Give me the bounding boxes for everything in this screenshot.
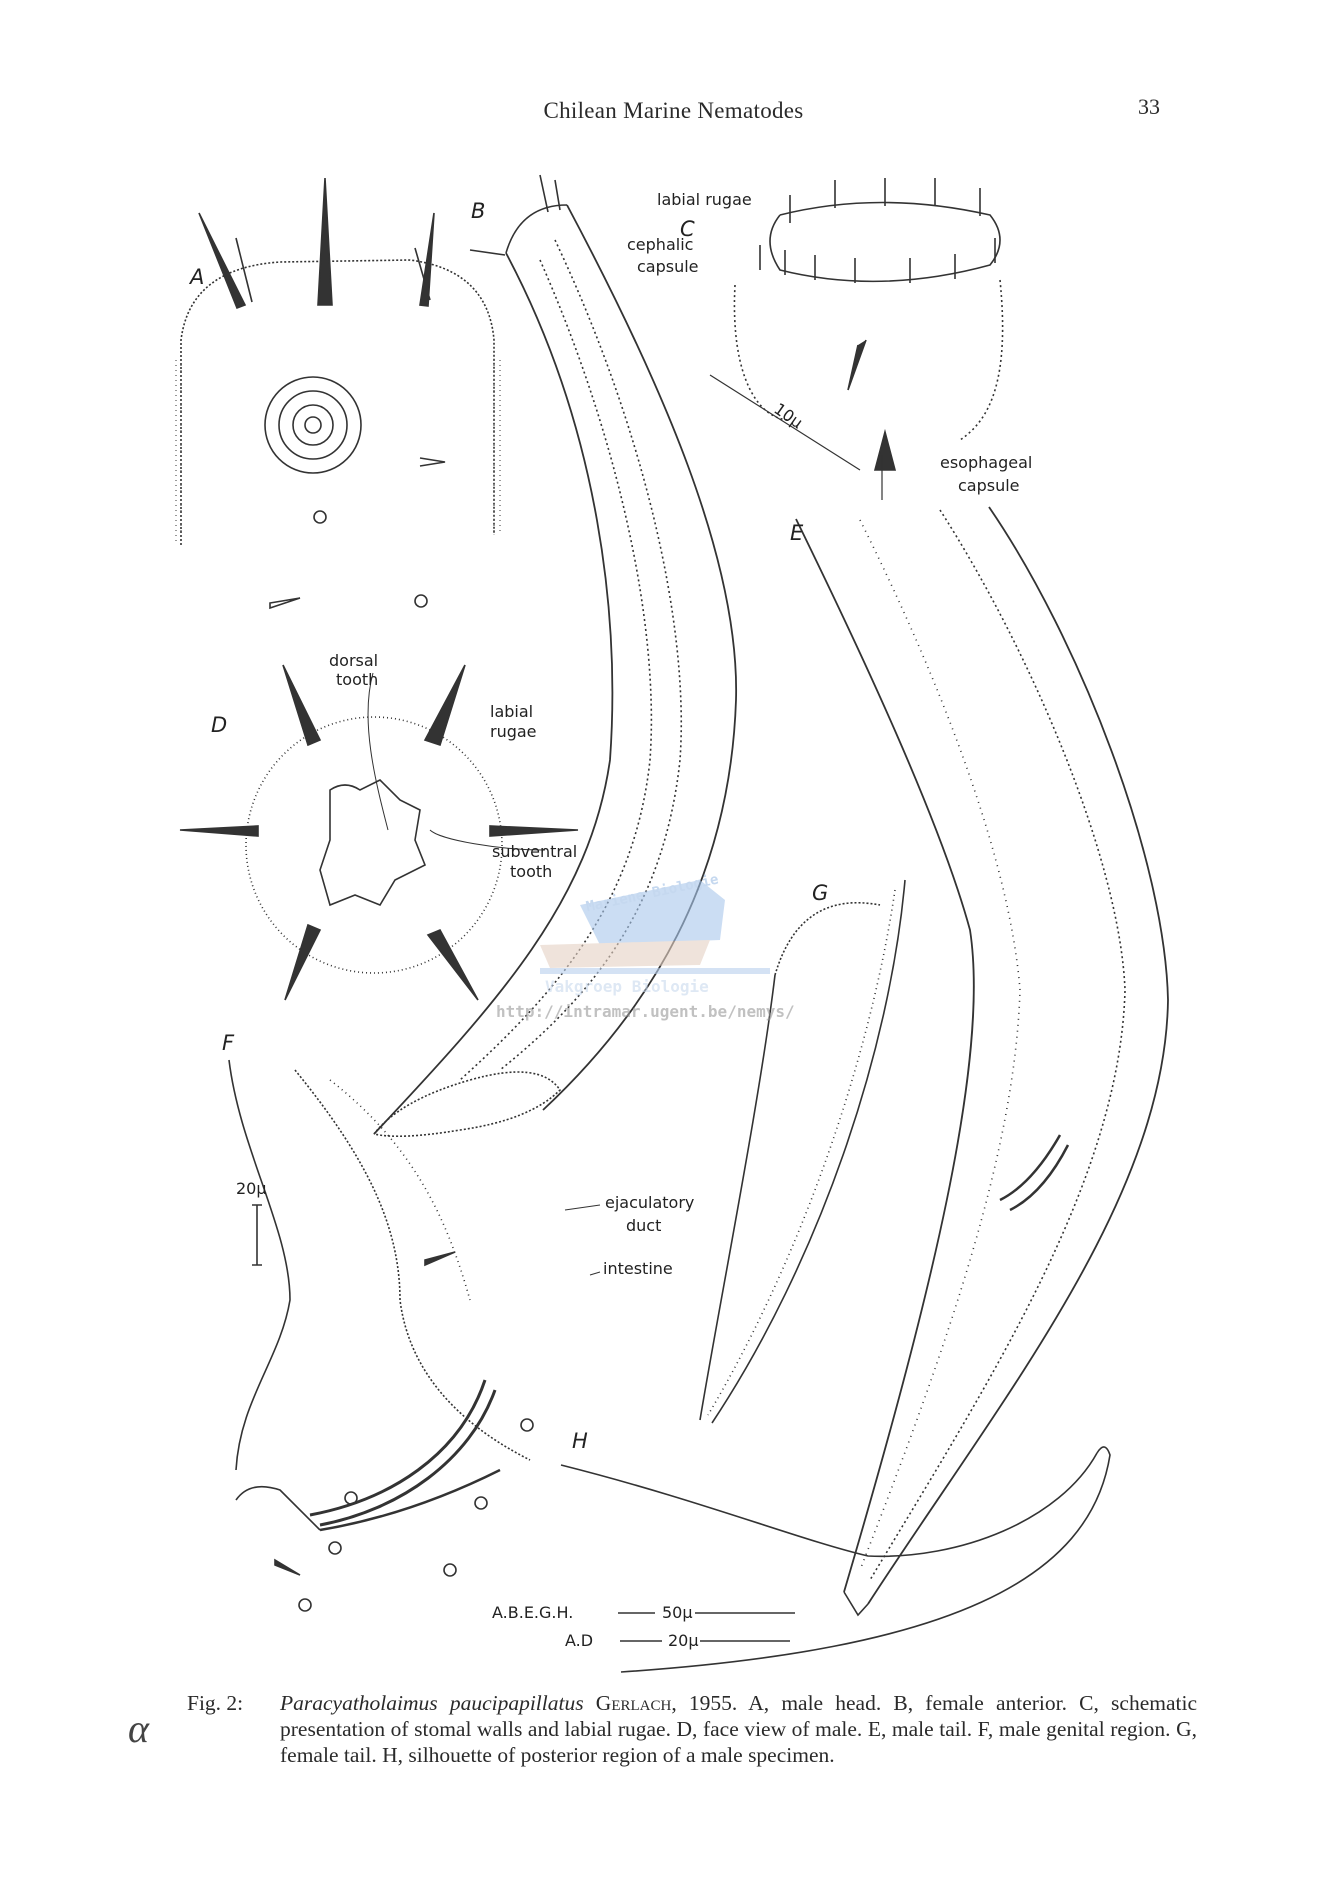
caption-author: Gerlach [595,1691,672,1715]
panel-label-c: C [680,217,695,241]
panel-e-male-tail [795,506,1169,1617]
panel-label-h: H [572,1429,588,1453]
label-dorsal-tooth: tooth [336,670,378,689]
watermark-line2: Vakgroep Biologie [545,977,709,996]
panel-label-e: E [790,521,804,545]
label-d-rugae: rugae [490,722,537,741]
caption-species: Paracyatholaimus paucipapillatus [280,1691,584,1715]
caption-fig-label: Fig. 2: [187,1691,244,1715]
label-cephalic: cephalic [627,235,693,254]
running-head: Chilean Marine Nematodes [543,98,804,123]
panel-g-female-tail [699,879,906,1424]
label-c-labial-rugae: labial rugae [657,190,752,209]
scale-bar-panels-2: A.D [565,1631,593,1650]
watermark-logo: Mariene Biologie Vakgroep Biologie http:… [496,872,795,1021]
panel-d-face-view [179,664,579,1001]
scale-bar-panels-1: A.B.E.G.H. [492,1603,573,1622]
margin-mark: α [128,1706,149,1751]
watermark-url: http://intramar.ugent.be/nemys/ [496,1002,795,1021]
label-capsule: capsule [637,257,699,276]
panel-f-genital-region [228,1059,534,1612]
label-c-scale: 10μ [770,399,806,432]
label-f-scale: 20μ [236,1179,267,1198]
label-esophageal: esophageal [940,453,1032,472]
label-esophageal-capsule: capsule [958,476,1020,495]
panel-c-stoma-schematic [709,178,1004,500]
panel-b-female-anterior [373,174,737,1138]
label-intestine: intestine [603,1259,673,1278]
panel-a-male-head [175,177,501,610]
panel-h-silhouette [560,1446,1111,1673]
page-number: 33 [1138,94,1160,119]
label-d-labial: labial [490,702,533,721]
caption-text: , 1955. A, male head. B, female anterior… [280,1691,1198,1767]
label-subventral: subventral [492,842,577,861]
label-subventral-tooth: tooth [510,862,552,881]
panel-label-g: G [812,881,828,905]
panel-label-a: A [188,265,204,289]
label-ejaculatory-duct: duct [626,1216,661,1235]
scale-bar-value-1: 50μ [662,1603,693,1622]
panel-label-f: F [222,1031,235,1055]
figure-caption: Fig. 2: Paracyatholaimus paucipapillatus… [187,1690,1197,1768]
label-ejaculatory: ejaculatory [605,1193,694,1212]
panel-label-d: D [211,713,227,737]
label-dorsal: dorsal [329,651,378,670]
scale-bar-value-2: 20μ [668,1631,699,1650]
panel-label-b: B [471,199,485,223]
